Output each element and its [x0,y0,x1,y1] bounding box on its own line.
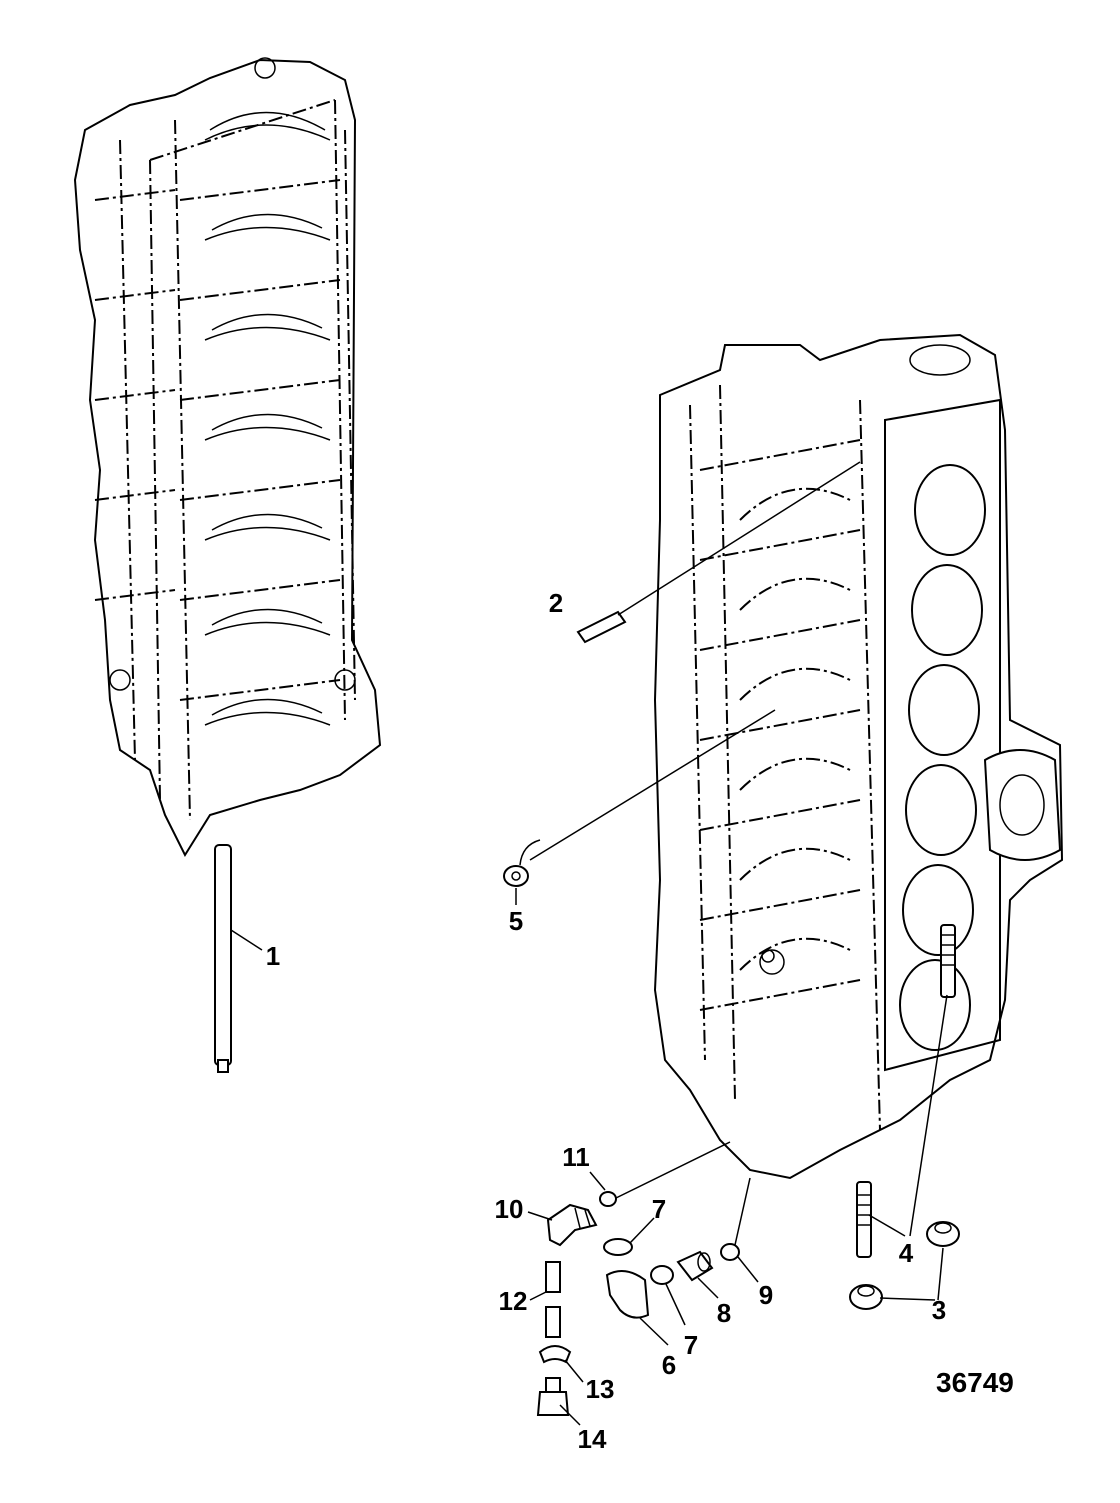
callout-5: 5 [509,906,523,936]
callout-6: 6 [662,1350,676,1380]
part-5-fitting [503,709,776,905]
part-3-nuts [849,1221,960,1310]
callout-3: 3 [932,1295,946,1325]
callout-7b: 7 [684,1330,698,1360]
callout-9: 9 [759,1280,773,1310]
figure-number: 36749 [936,1367,1014,1398]
fittings-assembly [527,1141,759,1426]
callout-7a: 7 [652,1194,666,1224]
leader-1 [230,929,263,951]
callout-12: 12 [499,1286,528,1316]
callout-4: 4 [899,1238,914,1268]
callout-13: 13 [586,1374,615,1404]
part-1-rod [214,844,232,1073]
callout-2: 2 [549,588,563,618]
cylinder-block [653,333,1064,1180]
callout-11: 11 [562,1142,590,1172]
part-2-dowel-pin [576,461,861,644]
callout-10: 10 [495,1194,524,1224]
callout-8: 8 [717,1298,731,1328]
callout-1: 1 [266,941,280,971]
callout-14: 14 [578,1424,607,1454]
crankcase-cover [73,57,382,858]
part-4-studs [856,924,956,1258]
